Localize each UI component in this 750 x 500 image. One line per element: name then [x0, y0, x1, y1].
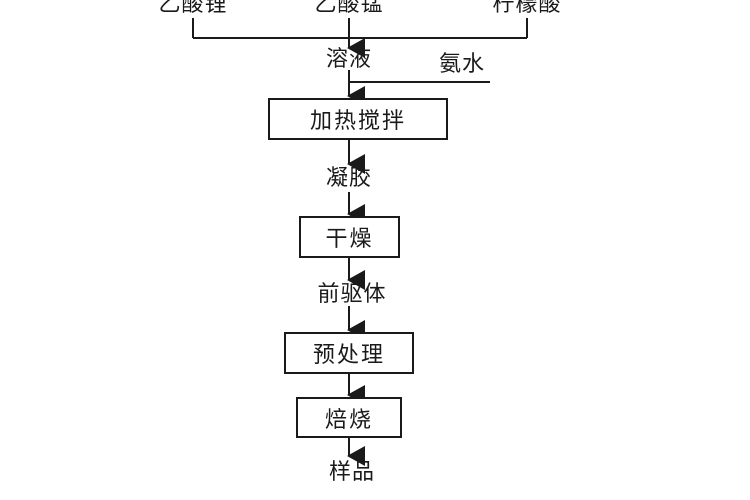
heat-stir-box: 加热搅拌	[268, 98, 448, 140]
sample-label: 样品	[328, 460, 376, 485]
gel-label: 凝胶	[325, 166, 373, 191]
input-citric-acid: 柠檬酸	[492, 0, 562, 17]
input-manganese-acetate: 乙酸锰	[314, 0, 384, 17]
precursor-label: 前驱体	[317, 282, 387, 307]
dry-box: 干燥	[299, 216, 400, 258]
solution-label: 溶液	[325, 47, 373, 72]
pretreat-box: 预处理	[284, 332, 414, 374]
ammonia-label: 氨水	[438, 52, 486, 77]
calcine-box: 焙烧	[296, 397, 402, 438]
input-lithium-acetate: 乙酸锂	[158, 0, 228, 17]
